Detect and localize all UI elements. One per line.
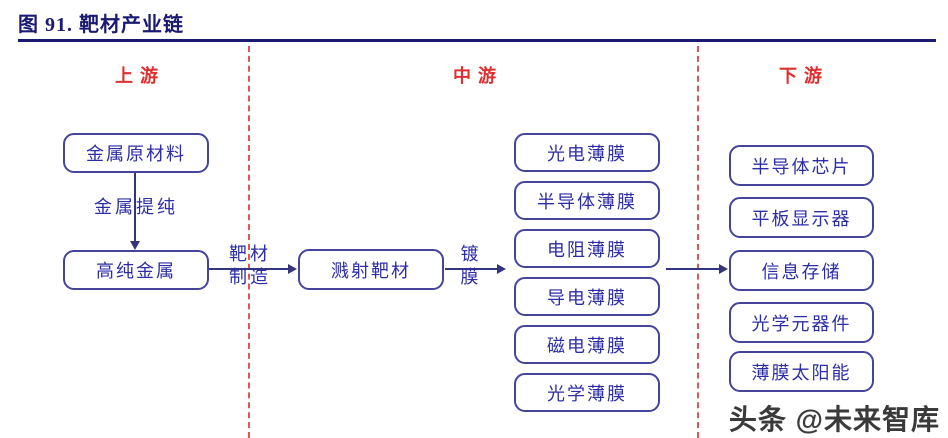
arrow-purify-head	[130, 241, 140, 250]
arrow-coating-head	[497, 264, 506, 274]
arrow-manufacture-line	[209, 268, 289, 270]
coating-label-line2: 膜	[460, 267, 482, 287]
arrow-coating-line	[445, 268, 498, 270]
node-information-storage: 信息存储	[729, 250, 874, 291]
arrow-purify-line	[134, 173, 136, 243]
arrow-manufacture-head	[288, 264, 297, 274]
node-sputtering-target: 溅射靶材	[298, 249, 444, 290]
purify-arrow-label: 金属提纯	[94, 197, 178, 217]
node-high-purity-metal: 高纯金属	[63, 250, 209, 290]
divider-midstream-downstream	[697, 46, 699, 438]
node-film-semiconductor: 半导体薄膜	[514, 181, 660, 220]
node-film-optoelectronic: 光电薄膜	[514, 133, 660, 172]
node-film-conductive: 导电薄膜	[514, 277, 660, 316]
manufacture-arrow-label: 靶材 制造	[221, 243, 279, 289]
watermark-text: 头条 @未来智库	[728, 404, 940, 435]
manufacture-label-line1: 靶材	[229, 244, 271, 264]
node-thin-film-solar: 薄膜太阳能	[729, 351, 874, 392]
divider-upstream-midstream	[248, 46, 250, 438]
node-optical-components: 光学元器件	[729, 302, 874, 343]
node-film-optical: 光学薄膜	[514, 373, 660, 412]
figure-title: 图 91. 靶材产业链	[18, 14, 184, 36]
arrow-downstream-line	[666, 268, 720, 270]
section-label-midstream: 中游	[453, 66, 503, 86]
node-film-magnetoelectric: 磁电薄膜	[514, 325, 660, 364]
node-film-resistive: 电阻薄膜	[514, 229, 660, 268]
manufacture-label-line2: 制造	[229, 267, 271, 287]
section-label-upstream: 上游	[115, 66, 165, 86]
coating-arrow-label: 镀 膜	[450, 243, 492, 289]
title-underline	[18, 39, 936, 42]
arrow-downstream-head	[719, 264, 728, 274]
node-metal-raw-material: 金属原材料	[63, 133, 209, 173]
node-semiconductor-chip: 半导体芯片	[729, 145, 874, 186]
coating-label-line1: 镀	[460, 244, 482, 264]
section-label-downstream: 下游	[779, 66, 829, 86]
node-flat-panel-display: 平板显示器	[729, 197, 874, 238]
